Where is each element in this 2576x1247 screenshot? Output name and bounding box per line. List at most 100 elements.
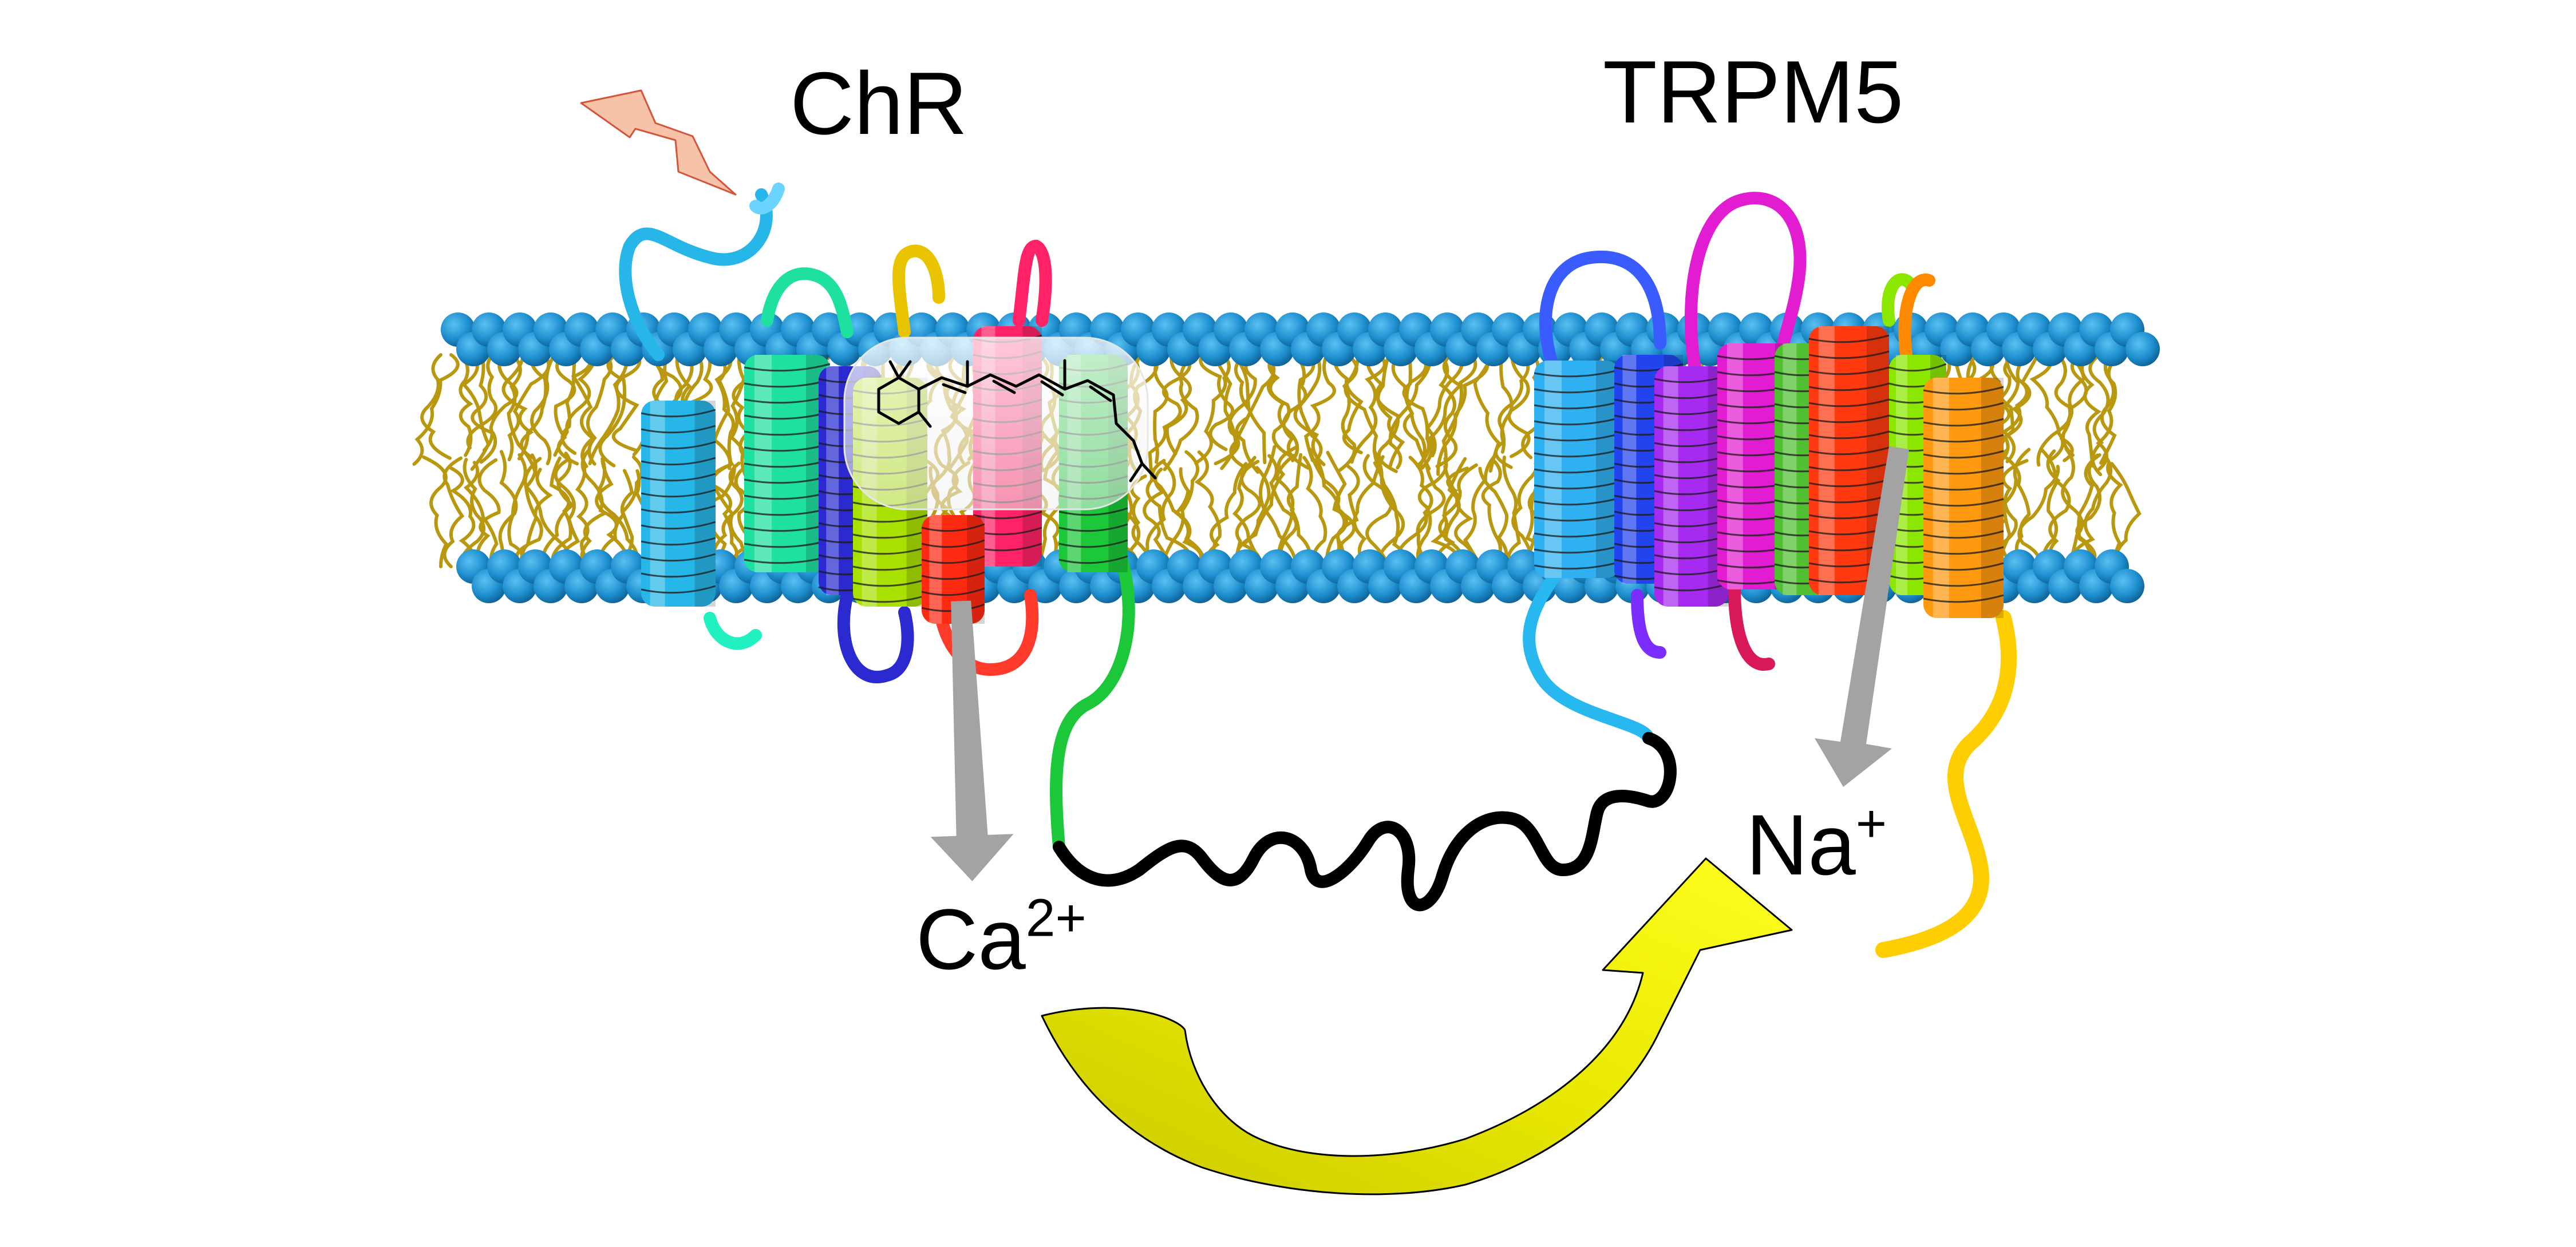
lipid-tail <box>729 353 748 461</box>
sodium-charge: + <box>1855 793 1887 853</box>
sodium-symbol: Na <box>1746 797 1856 893</box>
lipid-tail <box>1362 454 1393 568</box>
lipid-tail <box>1402 353 1431 471</box>
lipid-tail <box>2017 465 2060 568</box>
lightning-bolt-icon <box>580 89 737 196</box>
lipid-tail <box>517 353 548 461</box>
lipid-tail <box>1336 465 1360 568</box>
lipid-head <box>2125 332 2160 366</box>
lipid-head <box>2110 569 2144 603</box>
lipid-tail <box>1258 445 1298 568</box>
lipid-tail <box>2080 353 2102 468</box>
chr-helix-6 <box>921 515 985 624</box>
lipid-tail <box>412 353 442 466</box>
lipid-tail <box>501 353 534 460</box>
trpm5-helix-6 <box>1808 326 1890 595</box>
lipid-tail <box>530 353 556 466</box>
lipid-tail <box>449 466 476 568</box>
lipid-tail <box>1502 456 1522 568</box>
lipid-tail <box>482 353 519 452</box>
retinal-molecule-icon <box>843 337 1157 510</box>
lipid-tail <box>1350 353 1386 464</box>
lipid-tail <box>471 353 497 464</box>
lipid-tail <box>1194 450 1226 568</box>
lipid-tail <box>598 353 627 468</box>
lipid-tail <box>2099 353 2122 465</box>
lipid-tail <box>463 461 499 568</box>
lipid-tail <box>2077 453 2101 568</box>
lipid-tail <box>476 458 501 568</box>
lipid-tail <box>422 455 449 568</box>
calcium-charge: 2+ <box>1025 888 1086 948</box>
trpm5-helix-1 <box>1534 361 1621 578</box>
trpm5-helix-8 <box>1923 378 2004 618</box>
coupling-arrow <box>1041 857 1793 1195</box>
lipid-tail <box>1194 353 1231 465</box>
lipid-tail <box>1498 353 1530 454</box>
lipid-tail <box>442 456 465 568</box>
lipid-tail <box>597 457 639 568</box>
lipid-tail <box>2110 462 2142 568</box>
lipid-tail <box>2029 353 2065 461</box>
lipid-tail <box>1416 457 1448 568</box>
lipid-tail <box>2005 456 2031 568</box>
ca-flux-arrow <box>930 600 1014 881</box>
lipid-tail <box>1481 457 1502 568</box>
lipid-tail <box>1416 460 1446 568</box>
lipid-tail <box>586 353 613 466</box>
lipid-tail <box>1431 463 1478 568</box>
lipid-tail <box>1235 445 1298 568</box>
lipid-tail <box>1395 456 1433 568</box>
lipid-tail <box>1352 455 1385 568</box>
lipid-tail <box>466 353 498 450</box>
lipid-tail <box>1232 456 1267 568</box>
calcium-ion-label: Ca2+ <box>916 890 1086 989</box>
lipid-tail <box>575 462 597 568</box>
lipid-tail <box>1463 452 1498 568</box>
lipid-tail <box>1388 353 1432 470</box>
lipid-tail <box>2040 448 2071 568</box>
lipid-tail <box>1425 353 1464 458</box>
lipid-tail <box>588 353 629 465</box>
lipid-tail <box>571 353 596 468</box>
trpm5-loops <box>1523 192 2017 958</box>
lipid-tail <box>1507 353 1531 458</box>
lipid-tail <box>1326 450 1356 568</box>
lipid-tail <box>1478 466 1509 568</box>
lipid-tail <box>2042 449 2061 568</box>
lipid-tail <box>1163 353 1199 472</box>
lipid-tail <box>524 453 576 568</box>
lipid-tail <box>1420 353 1464 470</box>
lipid-tail <box>550 456 572 568</box>
lipid-tail <box>1267 353 1299 462</box>
lipid-tail <box>714 353 736 465</box>
lipid-tail <box>580 449 629 568</box>
trpm5-label: TRPM5 <box>1603 42 1904 141</box>
sodium-ion-label: Na+ <box>1746 795 1887 894</box>
na-flux-arrow <box>1815 446 1909 787</box>
lipid-tail <box>2059 353 2088 462</box>
lipid-tail <box>2061 447 2084 568</box>
chr-label: ChR <box>790 54 968 153</box>
lipid-tail <box>1274 453 1312 568</box>
lipid-tail <box>420 353 460 460</box>
lipid-tail <box>1444 457 1467 568</box>
lipid-tail <box>553 353 597 457</box>
chr-helix-2 <box>744 355 831 572</box>
lipid-tail <box>1130 474 1153 568</box>
chr-loops <box>619 183 1135 853</box>
lipid-tail <box>1165 353 1192 456</box>
lipid-tail <box>521 468 553 568</box>
lipid-tail <box>1149 353 1191 453</box>
chr-helix-1 <box>641 401 716 607</box>
lipid-tail <box>1998 353 2040 464</box>
lipid-tail <box>507 353 551 462</box>
lipid-tail <box>1302 456 1327 568</box>
lipid-tail <box>1214 353 1257 465</box>
lipid-tail <box>1160 450 1199 568</box>
lipid-tail <box>611 353 642 453</box>
lipid-tail <box>1303 353 1336 462</box>
lipid-tail <box>1333 353 1364 454</box>
